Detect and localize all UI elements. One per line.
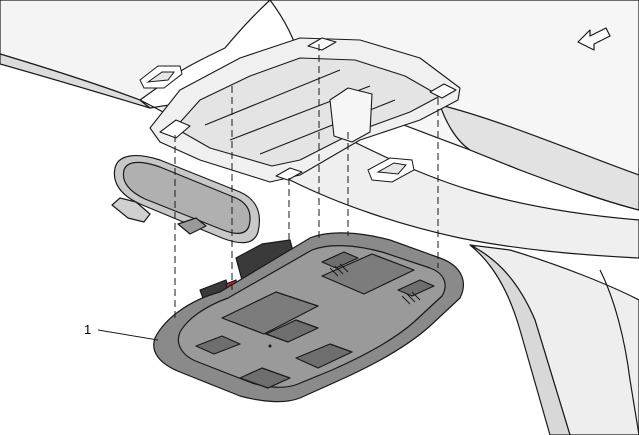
frame-tab-left (159, 119, 191, 139)
frame-rib-1 (204, 69, 341, 126)
frame-tab-bottom (275, 167, 303, 181)
callout-1: 1 (84, 322, 159, 341)
pillar-right-edge (599, 269, 639, 435)
frame-tab-top (307, 37, 337, 51)
headliner-right-shade (439, 104, 639, 211)
frame-rib-3 (259, 99, 396, 155)
visor-clip-left (139, 65, 183, 89)
console-indicator-dot (268, 344, 272, 348)
console-lamp-left (221, 291, 319, 335)
frame-bracket-center (329, 87, 373, 143)
callout-number: 1 (84, 322, 91, 337)
visor-clip-right (367, 157, 415, 183)
rearview-mirror (111, 154, 261, 244)
console-switch-bottom (239, 367, 291, 389)
frame-tab-right (429, 83, 457, 99)
mirror-mount-arm (111, 197, 151, 223)
pillar-inner-edge (469, 244, 571, 435)
roof-pillar (469, 244, 639, 435)
console-mounting-frame (149, 37, 461, 183)
console-lamp-right (321, 253, 415, 295)
alignment-lines (174, 44, 439, 318)
front-direction-arrow-icon (577, 27, 611, 51)
console-button-lower-left (195, 335, 241, 355)
callout-leader-line (97, 329, 159, 341)
console-button-top (321, 251, 359, 269)
console-button-center (265, 319, 319, 343)
mirror-glass (122, 161, 251, 234)
overhead-console (153, 232, 464, 403)
console-button-lower-right (295, 343, 353, 369)
console-vent-grille (329, 263, 421, 305)
mirror-base (177, 217, 207, 235)
